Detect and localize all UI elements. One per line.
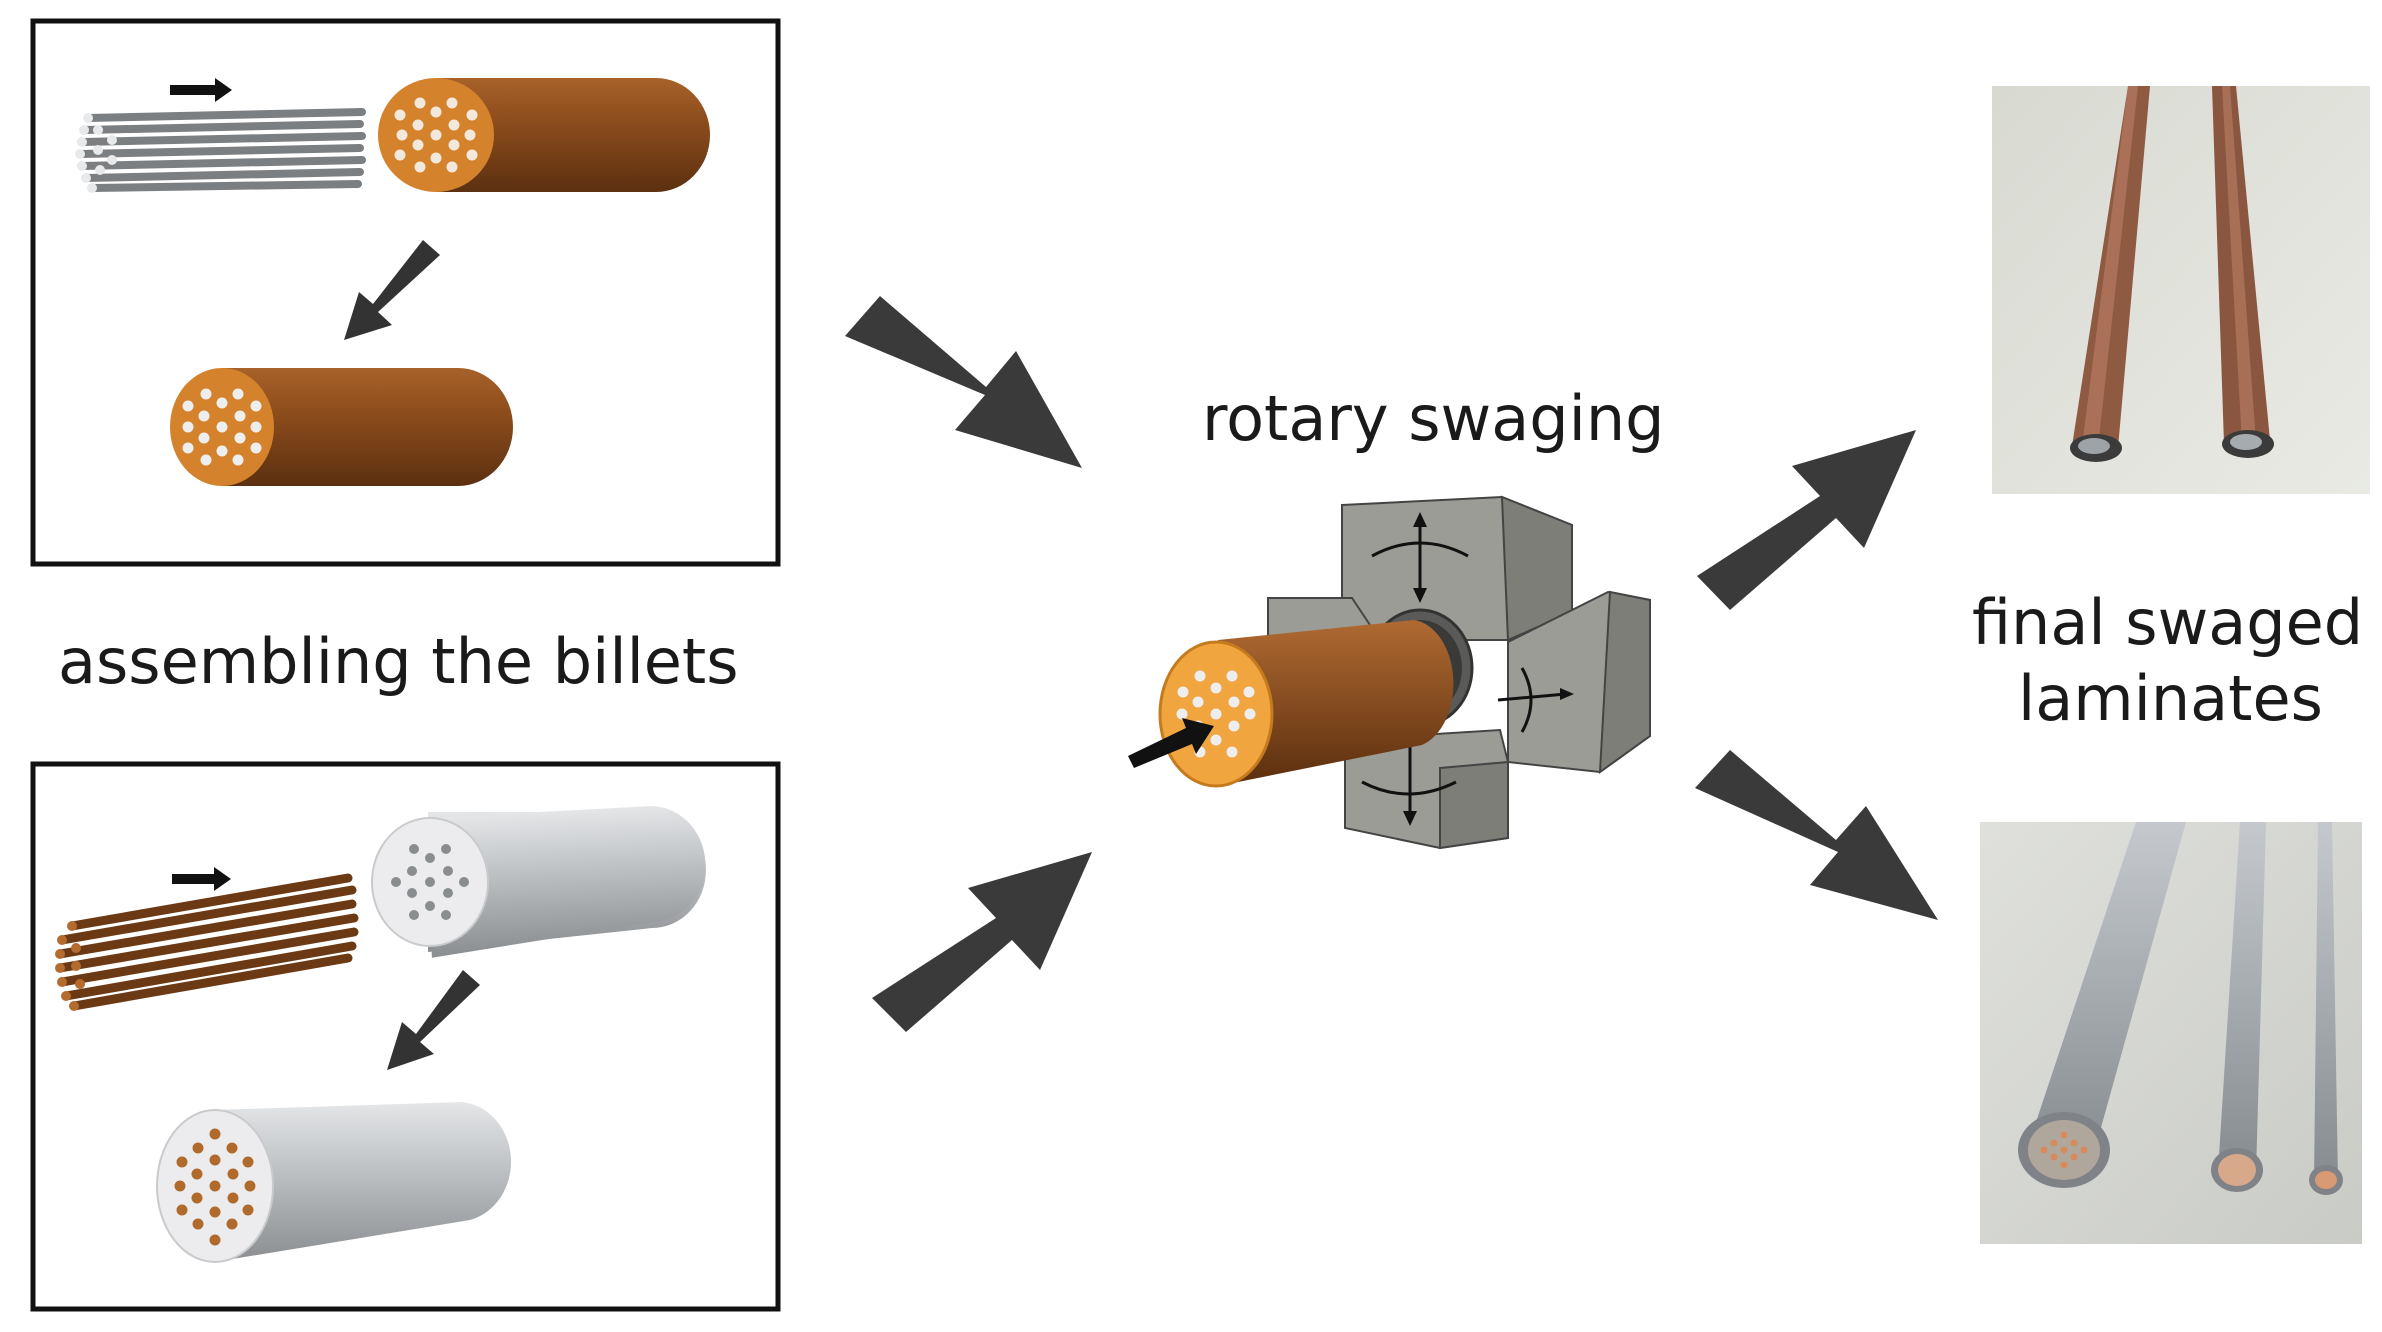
- copper-wire-bundle: [55, 873, 359, 1011]
- copper-billet-empty: [378, 78, 710, 192]
- aluminum-wire-ends: [75, 113, 117, 193]
- flow-arrow-to-swaging-top: [845, 296, 1082, 468]
- rotation-arrows-icon: [1277, 520, 1567, 818]
- aluminum-billet-empty: [371, 806, 706, 958]
- final-laminates-label-line1: final swaged: [1972, 586, 2363, 659]
- copper-wire-ends: [55, 921, 85, 1011]
- arrow-icon: [387, 970, 480, 1070]
- billet-assembly-panel-bottom: [30, 761, 781, 1312]
- photo-aluminum-laminates: [1980, 822, 2362, 1244]
- final-laminates-label-line2: laminates: [2018, 662, 2323, 735]
- flow-arrow-to-photo-bottom: [1695, 750, 1938, 920]
- aluminum-wire-bundle: [76, 108, 366, 192]
- aluminum-billet-assembled: [156, 1102, 512, 1263]
- rotary-swaging-die: [1128, 495, 1651, 850]
- flow-arrow-to-swaging-bottom: [872, 852, 1092, 1032]
- arrow-icon: [344, 240, 440, 340]
- rotary-swaging-label: rotary swaging: [1202, 382, 1665, 455]
- arrow-icon: [172, 867, 231, 891]
- flow-arrow-to-photo-top: [1697, 430, 1916, 610]
- arrow-icon: [170, 78, 232, 102]
- copper-billet-assembled: [170, 368, 513, 486]
- billet-assembly-panel-top: [30, 18, 781, 567]
- photo-copper-laminates: [1992, 86, 2370, 494]
- assembling-label: assembling the billets: [58, 625, 739, 698]
- feed-arrow-icon: [1128, 718, 1214, 768]
